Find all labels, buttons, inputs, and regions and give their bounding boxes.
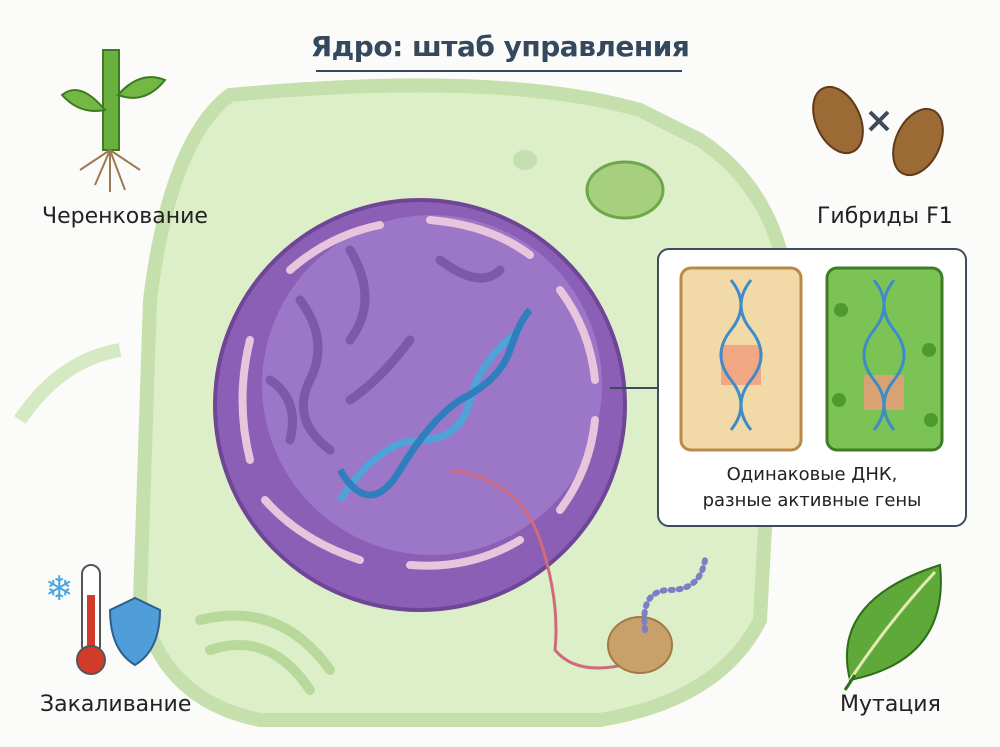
label-hardening: Закаливание — [40, 692, 192, 717]
title-underline — [316, 70, 682, 72]
variegated-leaf-icon — [843, 563, 942, 691]
sprout-cutting-icon — [60, 49, 167, 192]
label-mutation: Мутация — [840, 692, 941, 717]
callout-line-2: разные активные гены — [702, 490, 922, 511]
nucleoplasm — [262, 215, 602, 555]
label-cuttings: Черенкование — [42, 204, 208, 229]
cell-comparison-illustration — [679, 266, 944, 452]
cell-type-b — [825, 266, 944, 452]
golgi-apparatus — [195, 610, 335, 695]
mrna-strand — [449, 468, 641, 670]
chromatin — [265, 245, 505, 455]
ribosome — [607, 616, 673, 674]
label-hybrids: Гибриды F1 — [817, 204, 953, 229]
page-title: Ядро: штаб управления — [310, 30, 690, 63]
active-gene-a — [721, 345, 761, 385]
dna-helix — [336, 307, 533, 502]
seeds-cross-icon — [812, 85, 944, 177]
snowflake-icon: ❄ — [45, 570, 74, 608]
dna-icons — [719, 279, 906, 431]
callout-line-1: Одинаковые ДНК, — [726, 464, 898, 485]
gene-expression-callout: Одинаковые ДНК, разные активные гены — [657, 248, 967, 527]
protein-chain — [641, 557, 708, 633]
thermometer-shield-icon: ❄ — [45, 564, 162, 675]
chloroplast — [585, 160, 665, 220]
nuclear-envelope-pores — [238, 216, 599, 570]
